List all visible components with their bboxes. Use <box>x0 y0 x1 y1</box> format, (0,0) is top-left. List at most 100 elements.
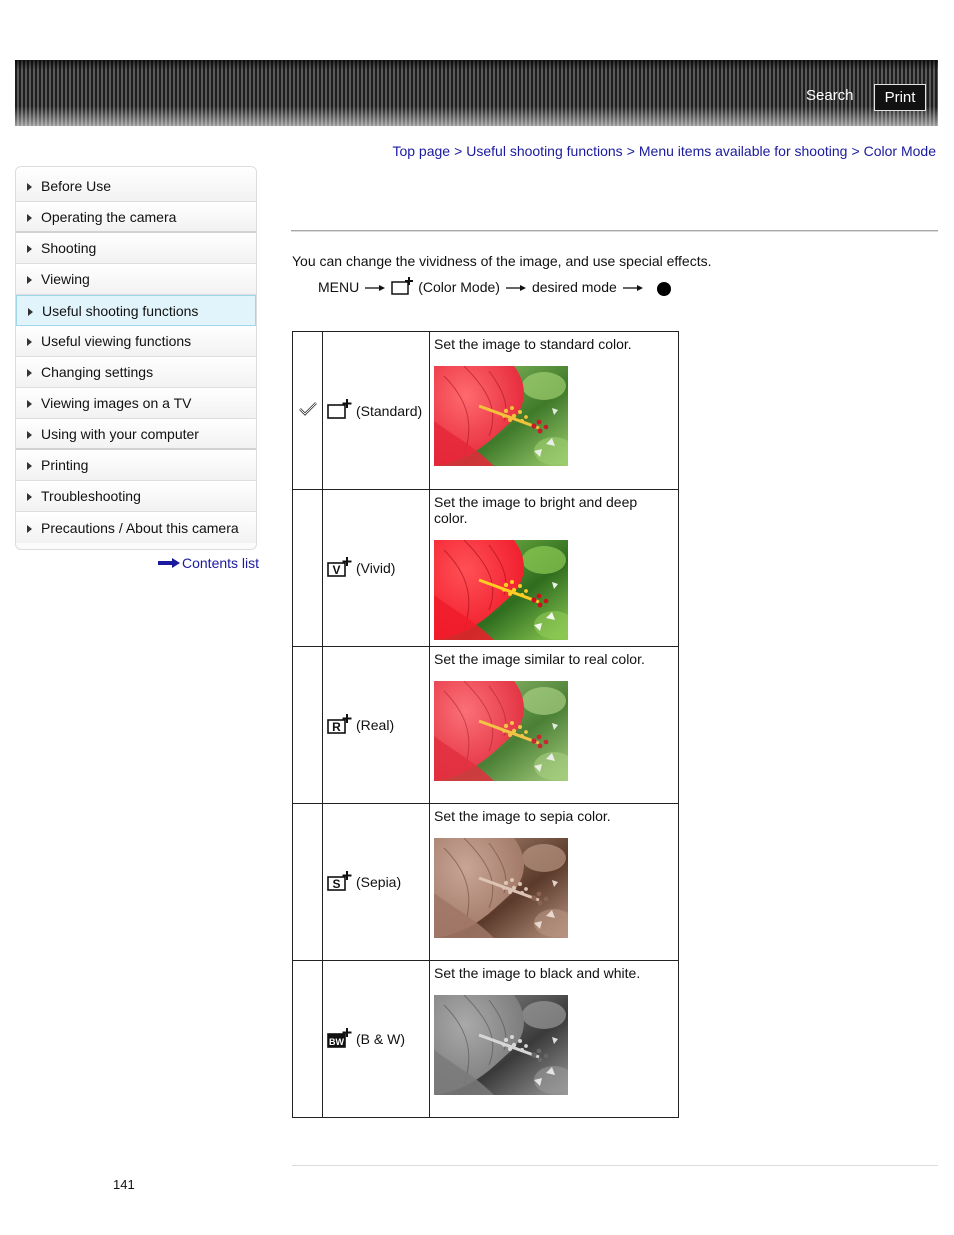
mode-name: BW(B & W) <box>327 1027 429 1052</box>
sepia-color-icon: S <box>327 870 353 895</box>
mode-name: V (Vivid) <box>327 556 429 581</box>
svg-text:R: R <box>332 720 341 734</box>
mode-description-cell: Set the image to black and white. <box>429 960 679 1118</box>
sidebar-item-precautions[interactable]: Precautions / About this camera <box>16 512 256 543</box>
mode-label: (Sepia) <box>356 874 402 890</box>
default-marker-cell <box>292 331 323 490</box>
header-bar: Search Print <box>15 60 938 126</box>
svg-text:BW: BW <box>329 1037 344 1047</box>
triangle-right-icon <box>27 338 32 346</box>
breadcrumb-color-mode[interactable]: Color Mode <box>863 143 936 159</box>
triangle-right-icon <box>27 369 32 377</box>
default-marker-cell <box>292 960 323 1118</box>
sidebar-item-operating-the-camera[interactable]: Operating the camera <box>16 202 256 233</box>
mode-name-cell: R (Real) <box>322 646 430 804</box>
sample-photo-real <box>434 681 568 781</box>
mode-name: (Standard) <box>327 398 429 423</box>
sample-photo-vivid <box>434 540 568 640</box>
color-mode-label: (Color Mode) <box>418 279 500 295</box>
sidebar-item-label: Before Use <box>41 178 112 194</box>
sidebar-item-before-use[interactable]: Before Use <box>16 167 256 202</box>
color-mode-table: (Standard)Set the image to standard colo… <box>292 331 679 1118</box>
sidebar-item-label: Using with your computer <box>41 425 199 442</box>
desired-mode-label: desired mode <box>531 279 617 295</box>
sidebar-item-printing[interactable]: Printing <box>16 450 256 481</box>
sidebar-item-label: Troubleshooting <box>41 488 141 504</box>
vivid-color-icon: V <box>327 556 353 581</box>
svg-text:S: S <box>332 877 340 891</box>
breadcrumb-useful-shooting-functions[interactable]: Useful shooting functions <box>466 143 623 159</box>
sample-photo-standard <box>434 366 568 466</box>
triangle-right-icon <box>27 183 32 191</box>
arrow-right-icon <box>365 279 386 295</box>
triangle-right-icon <box>27 400 32 408</box>
bw-color-icon: BW <box>327 1027 353 1052</box>
mode-label: (Vivid) <box>356 560 396 576</box>
triangle-right-icon <box>28 307 33 316</box>
contents-list-label: Contents list <box>182 555 260 571</box>
sidebar-item-label: Viewing images on a TV <box>41 395 192 411</box>
mode-row-standard: (Standard)Set the image to standard colo… <box>292 331 679 490</box>
mode-name-cell: (Standard) <box>322 331 430 490</box>
checkmark-icon <box>298 402 317 416</box>
sidebar-nav: Before Use Operating the camera Shooting… <box>15 166 257 550</box>
triangle-right-icon <box>27 524 32 533</box>
menu-label: MENU <box>318 279 360 295</box>
sidebar-item-useful-viewing-functions[interactable]: Useful viewing functions <box>16 326 256 357</box>
breadcrumb-top-page[interactable]: Top page <box>392 143 451 159</box>
center-button-icon <box>656 281 671 296</box>
mode-name: S (Sepia) <box>327 870 429 895</box>
sidebar-item-useful-shooting-functions[interactable]: Useful shooting functions <box>16 295 256 326</box>
breadcrumb: Top page>Useful shooting functions>Menu … <box>392 143 936 159</box>
intro-text: You can change the vividness of the imag… <box>292 253 712 269</box>
sidebar-item-label: Useful shooting functions <box>42 302 199 319</box>
sidebar-item-label: Precautions / About this camera <box>41 519 239 536</box>
color-mode-icon <box>391 276 415 299</box>
mode-row-vivid: V (Vivid) Set the image to bright and deep… <box>292 489 679 647</box>
sample-photo-sepia <box>434 838 568 938</box>
footer-divider <box>292 1165 938 1166</box>
triangle-right-icon <box>27 430 32 439</box>
mode-label: (Real) <box>356 717 395 733</box>
arrow-right-icon <box>158 558 180 568</box>
sidebar-item-label: Operating the camera <box>41 208 177 225</box>
sidebar-item-label: Printing <box>41 457 89 473</box>
breadcrumb-menu-items[interactable]: Menu items available for shooting <box>638 143 848 159</box>
mode-row-sepia: S (Sepia) Set the image to sepia color. <box>292 803 679 961</box>
arrow-right-icon <box>505 279 526 295</box>
mode-description: Set the image similar to real color. <box>434 651 645 667</box>
mode-row-bw: BW(B & W) Set the image to black and whit… <box>292 960 679 1118</box>
page-number: 141 <box>113 1177 135 1192</box>
arrow-right-icon <box>622 279 643 295</box>
mode-description-cell: Set the image to bright and deep color. <box>429 489 679 647</box>
sidebar-item-using-with-computer[interactable]: Using with your computer <box>16 419 256 450</box>
default-marker-cell <box>292 489 323 647</box>
default-marker-cell <box>292 803 323 961</box>
mode-description: Set the image to black and white. <box>434 965 641 981</box>
real-color-icon: R <box>327 713 353 738</box>
triangle-right-icon <box>27 245 32 253</box>
print-button[interactable]: Print <box>874 84 926 111</box>
breadcrumb-separator: > <box>851 143 860 159</box>
sidebar-item-label: Useful viewing functions <box>41 333 192 349</box>
contents-list-link[interactable]: Contents list <box>158 555 259 571</box>
mode-row-real: R (Real) Set the image similar to real col… <box>292 646 679 804</box>
sidebar-item-changing-settings[interactable]: Changing settings <box>16 357 256 388</box>
svg-text:V: V <box>332 563 340 577</box>
mode-label: (Standard) <box>356 402 423 419</box>
mode-description-cell: Set the image to sepia color. <box>429 803 679 961</box>
sidebar-item-viewing[interactable]: Viewing <box>16 264 256 295</box>
sidebar-item-troubleshooting[interactable]: Troubleshooting <box>16 481 256 512</box>
sidebar-item-label: Shooting <box>41 240 97 256</box>
mode-description: Set the image to sepia color. <box>434 808 611 824</box>
mode-name-cell: V (Vivid) <box>322 489 430 647</box>
search-link[interactable]: Search <box>806 87 854 104</box>
standard-color-icon <box>327 398 353 423</box>
breadcrumb-separator: > <box>454 143 463 159</box>
mode-name: R (Real) <box>327 713 429 738</box>
title-divider <box>291 230 938 232</box>
sidebar-item-label: Changing settings <box>41 364 154 380</box>
sidebar-item-viewing-images-on-tv[interactable]: Viewing images on a TV <box>16 388 256 419</box>
mode-name-cell: S (Sepia) <box>322 803 430 961</box>
sidebar-item-shooting[interactable]: Shooting <box>16 233 256 264</box>
